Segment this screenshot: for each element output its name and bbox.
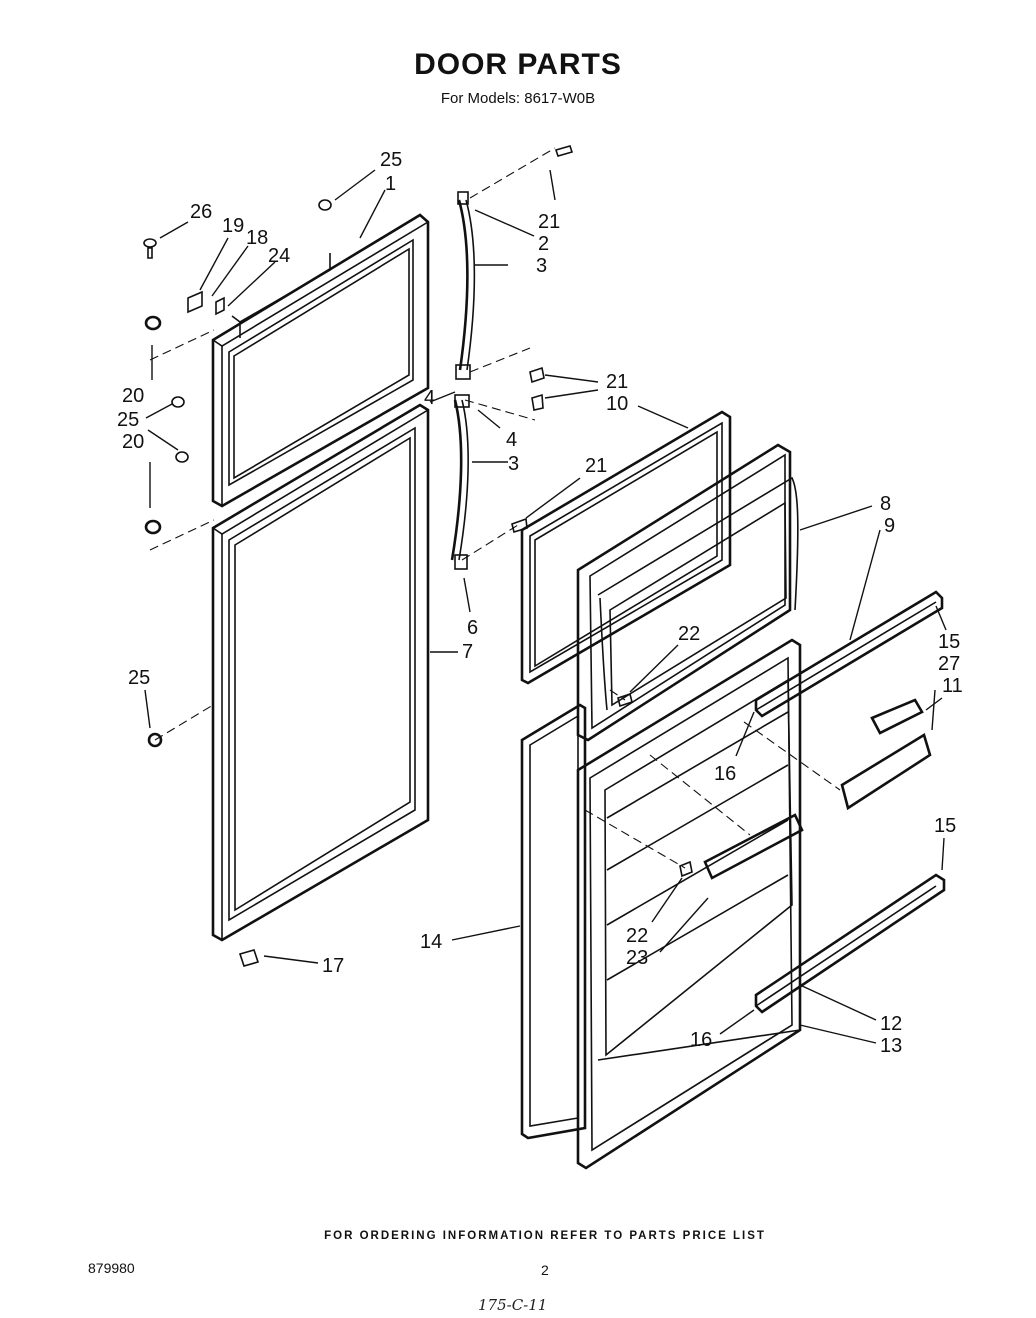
assembly-lines [149,147,841,869]
ordering-info-note: FOR ORDERING INFORMATION REFER TO PARTS … [324,1230,766,1242]
label-16-low: 16 [690,1029,712,1051]
label-24: 24 [268,245,290,267]
label-4-left: 4 [424,387,435,409]
label-21-mid: 21 [606,371,628,393]
fresh-food-door [211,403,430,942]
model-subtitle: For Models: 8617-W0B [440,90,596,107]
label-21-low: 21 [585,455,607,477]
leader-lines [144,169,947,1044]
label-3-mid: 3 [508,453,519,475]
hinge-center [450,394,470,570]
label-22-top: 22 [678,623,700,645]
handwritten-note: 175-C-11 [478,1296,548,1314]
label-14: 14 [420,931,442,953]
label-25-top: 25 [380,149,402,171]
label-6: 6 [467,617,478,639]
document-number: 879980 [88,1260,135,1276]
page-title: DOOR PARTS [414,48,622,81]
label-21-top: 21 [538,211,560,233]
label-15-low: 15 [934,815,956,837]
label-3-top: 3 [536,255,547,277]
door-shelf-bar-lower [754,873,946,1014]
label-16-top: 16 [714,763,736,785]
label-20-b: 20 [122,431,144,453]
label-12: 12 [880,1013,902,1035]
hinge-upper [455,191,476,380]
fresh-food-liner [576,638,802,1170]
small-hardware [143,145,693,967]
label-4-right: 4 [506,429,517,451]
part-number-labels: 25 1 26 19 18 24 20 25 20 21 2 3 21 10 4… [117,149,963,1057]
label-19: 19 [222,215,244,237]
label-18: 18 [246,227,268,249]
door-shelf-bar-upper [754,590,944,718]
freezer-door [211,213,430,508]
label-2: 2 [538,233,549,255]
label-13: 13 [880,1035,902,1057]
fresh-food-gasket [520,703,587,1140]
label-8: 8 [880,493,891,515]
freezer-gasket [520,410,732,685]
label-25-low: 25 [128,667,150,689]
label-17: 17 [322,955,344,977]
label-23: 23 [626,947,648,969]
page-number: 2 [541,1262,549,1278]
label-1: 1 [385,173,396,195]
label-9: 9 [884,515,895,537]
label-20-a: 20 [122,385,144,407]
label-26: 26 [190,201,212,223]
butter-dish [870,698,924,735]
label-10: 10 [606,393,628,415]
butter-compartment [840,733,932,811]
label-22-low: 22 [626,925,648,947]
door-rack-front [703,813,804,880]
label-11: 11 [942,675,963,697]
label-27: 27 [938,653,960,675]
label-25-mid: 25 [117,409,139,431]
label-15-top: 15 [938,631,960,653]
label-7: 7 [462,641,473,663]
